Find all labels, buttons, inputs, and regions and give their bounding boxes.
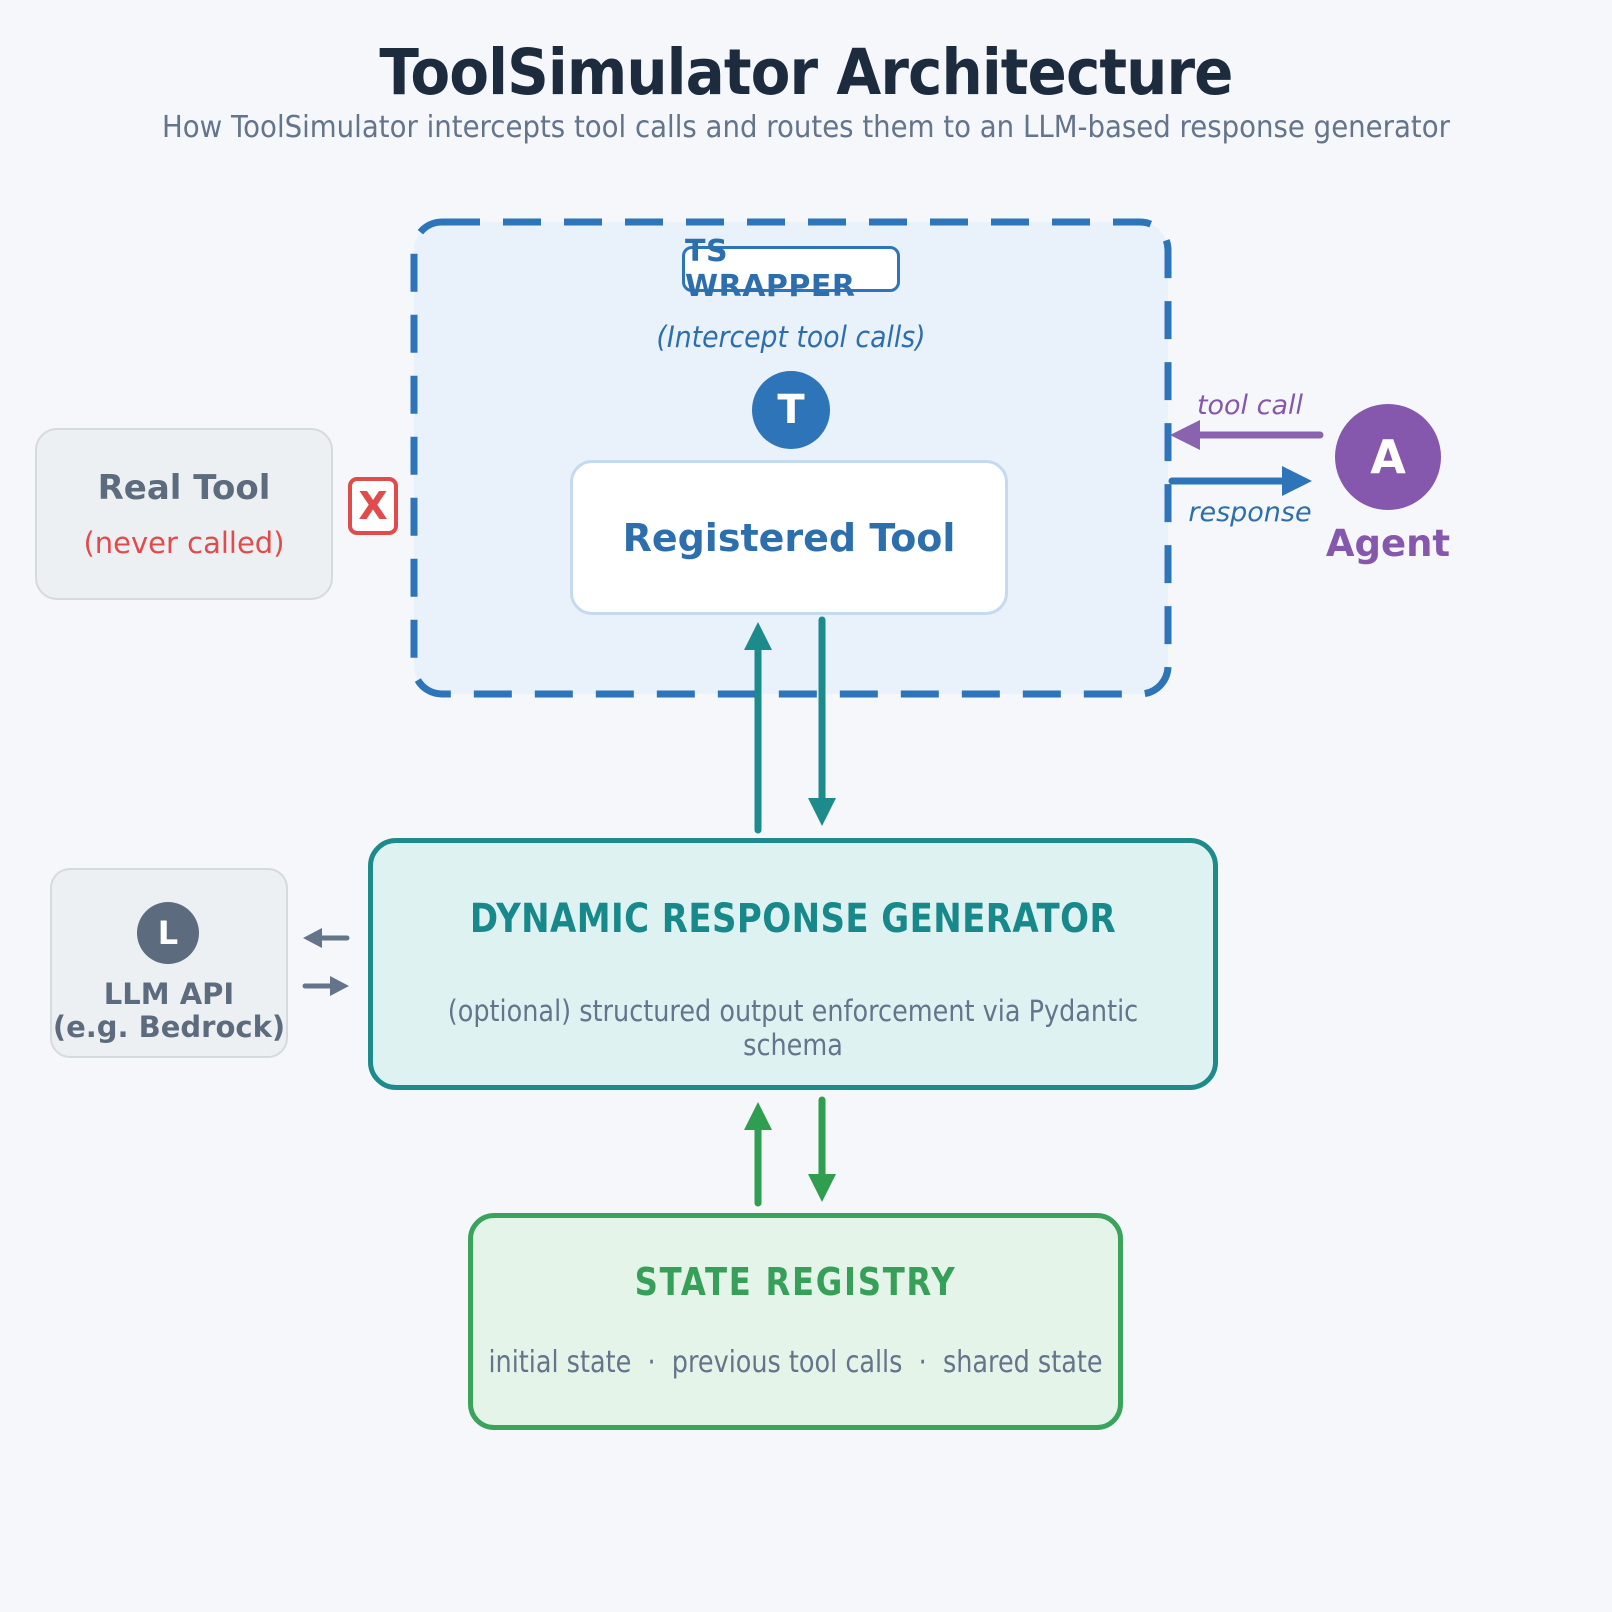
generator-title: DYNAMIC RESPONSE GENERATOR [469, 896, 1117, 942]
state-registry-title: STATE REGISTRY [634, 1260, 957, 1304]
agent-icon: A [1335, 404, 1441, 510]
real-tool-box: Real Tool (never called) [35, 428, 333, 600]
blocked-x-icon: X [348, 477, 398, 535]
generator-box [368, 838, 1218, 1090]
llm-api-label-line1: LLM API [103, 977, 235, 1011]
state-registry-box [468, 1213, 1123, 1430]
registered-tool-box: Registered Tool [570, 460, 1008, 615]
page-subtitle: How ToolSimulator intercepts tool calls … [162, 110, 1450, 145]
agent-label: Agent [1325, 522, 1451, 565]
response-label: response [1188, 497, 1312, 528]
llm-api-label-line2: (e.g. Bedrock) [52, 1010, 286, 1045]
ts-wrapper-note: (Intercept tool calls) [656, 320, 926, 354]
llm-icon: L [137, 902, 199, 964]
real-tool-note: (never called) [83, 526, 285, 560]
page-title: ToolSimulator Architecture [379, 36, 1233, 109]
state-registry-items: initial state · previous tool calls · sh… [488, 1345, 1103, 1380]
tool-call-label: tool call [1196, 390, 1304, 421]
ts-wrapper-badge: TS WRAPPER [682, 234, 900, 304]
llm-api-label: LLM API (e.g. Bedrock) [50, 977, 288, 1045]
registered-tool-label: Registered Tool [622, 515, 956, 560]
generator-subtitle: (optional) structured output enforcement… [447, 994, 1139, 1062]
real-tool-title: Real Tool [97, 468, 271, 508]
tool-icon: T [752, 371, 830, 449]
